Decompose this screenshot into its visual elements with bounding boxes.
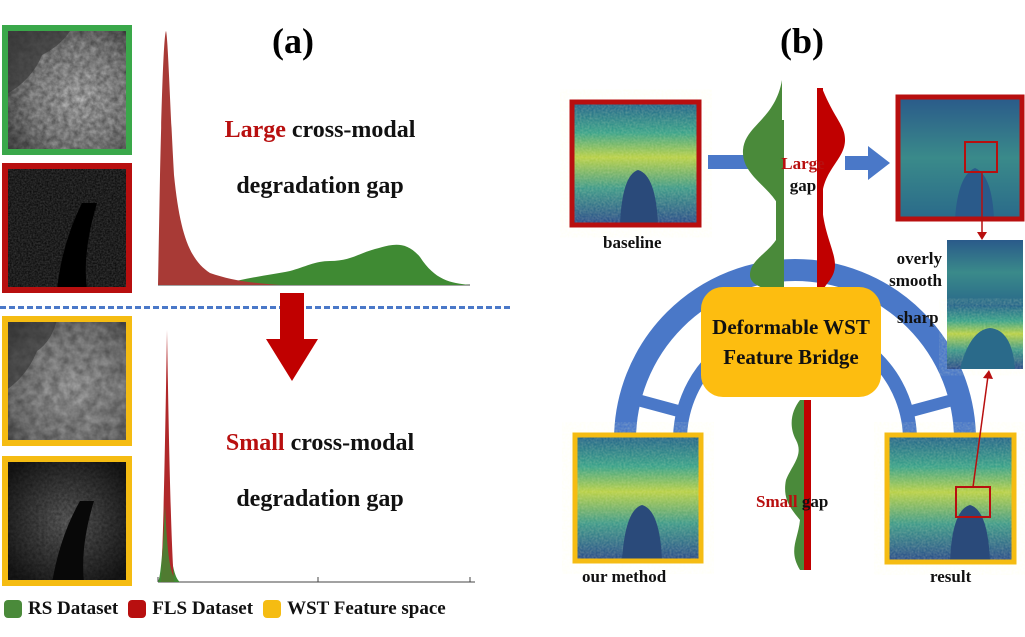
fls-sample-wst-image xyxy=(2,456,132,586)
small-gap-rest: gap xyxy=(801,492,829,511)
our-method-label: our method xyxy=(582,567,667,586)
result-label: result xyxy=(930,567,972,586)
panel-b-diagram xyxy=(569,80,1025,570)
panel-b-label: (b) xyxy=(780,21,824,61)
rs-band xyxy=(776,120,784,300)
divider-dashed xyxy=(0,306,510,309)
fls-band-small xyxy=(804,400,811,570)
bridge-arch-outer xyxy=(614,259,976,441)
bridge-title-line2: Feature Bridge xyxy=(723,345,859,369)
legend: RS Dataset FLS Dataset WST Feature space xyxy=(4,598,446,620)
sharp-crop xyxy=(947,305,1023,369)
fls-distribution-curve xyxy=(158,31,280,285)
rs-distribution-curve xyxy=(220,244,470,285)
smooth-word: smooth xyxy=(889,271,942,290)
legend-swatch-fls xyxy=(128,600,147,618)
small-gap-distribution-plot xyxy=(157,330,475,583)
baseline-image xyxy=(569,99,702,228)
legend-swatch-wst xyxy=(263,600,282,618)
baseline-result-image xyxy=(895,94,1025,222)
large-gap-text: Large cross-modal degradation gap xyxy=(175,112,465,204)
our-method-image xyxy=(572,432,704,564)
overly-smooth-label: overly smooth xyxy=(872,248,942,292)
small-gap-text: Small cross-modal degradation gap xyxy=(175,425,465,517)
small-gap-label: Small gap xyxy=(756,492,828,512)
rs-wave-curve-small xyxy=(785,400,806,570)
rs-wave-curve xyxy=(742,80,782,300)
small-gap-word: Small xyxy=(756,492,798,511)
large-gap-rest: gap xyxy=(789,176,817,195)
large-gap-word: Large xyxy=(781,154,825,173)
legend-label-fls: FLS Dataset xyxy=(152,598,254,619)
zoom-box-top xyxy=(964,141,998,173)
overly-smooth-crop xyxy=(947,240,1023,305)
small-line2: degradation gap xyxy=(236,486,404,512)
legend-swatch-rs xyxy=(4,600,22,618)
large-gap-label: Large gap xyxy=(778,153,828,197)
large-word: Large xyxy=(224,117,286,143)
baseline-label: baseline xyxy=(603,233,662,252)
fls-distribution-curve-small xyxy=(161,330,174,582)
small-word: Small xyxy=(225,430,285,456)
sharp-label: sharp xyxy=(897,308,939,327)
small-line1-rest: cross-modal xyxy=(284,430,415,456)
fls-band xyxy=(817,88,823,298)
down-arrow-icon xyxy=(266,293,318,381)
large-gap-distribution-plot xyxy=(158,31,470,286)
rs-sample-wst-image xyxy=(2,316,132,446)
overly-word: overly xyxy=(896,249,942,268)
legend-label-rs: RS Dataset xyxy=(28,598,119,619)
rs-sample-top-image xyxy=(2,25,132,155)
legend-label-wst: WST Feature space xyxy=(287,598,446,619)
bridge-title-line1: Deformable WST xyxy=(712,315,870,339)
right-arrow-icon xyxy=(845,146,890,180)
deformable-wst-bridge-box: Deformable WST Feature Bridge xyxy=(701,287,881,397)
large-line1-rest: cross-modal xyxy=(285,117,416,143)
panel-a-label: (a) xyxy=(272,21,314,61)
result-image xyxy=(884,432,1017,565)
blue-connector-left xyxy=(708,155,754,169)
fls-wave-curve xyxy=(822,88,845,295)
fls-sample-top-image xyxy=(2,163,132,293)
large-line2: degradation gap xyxy=(236,173,404,199)
